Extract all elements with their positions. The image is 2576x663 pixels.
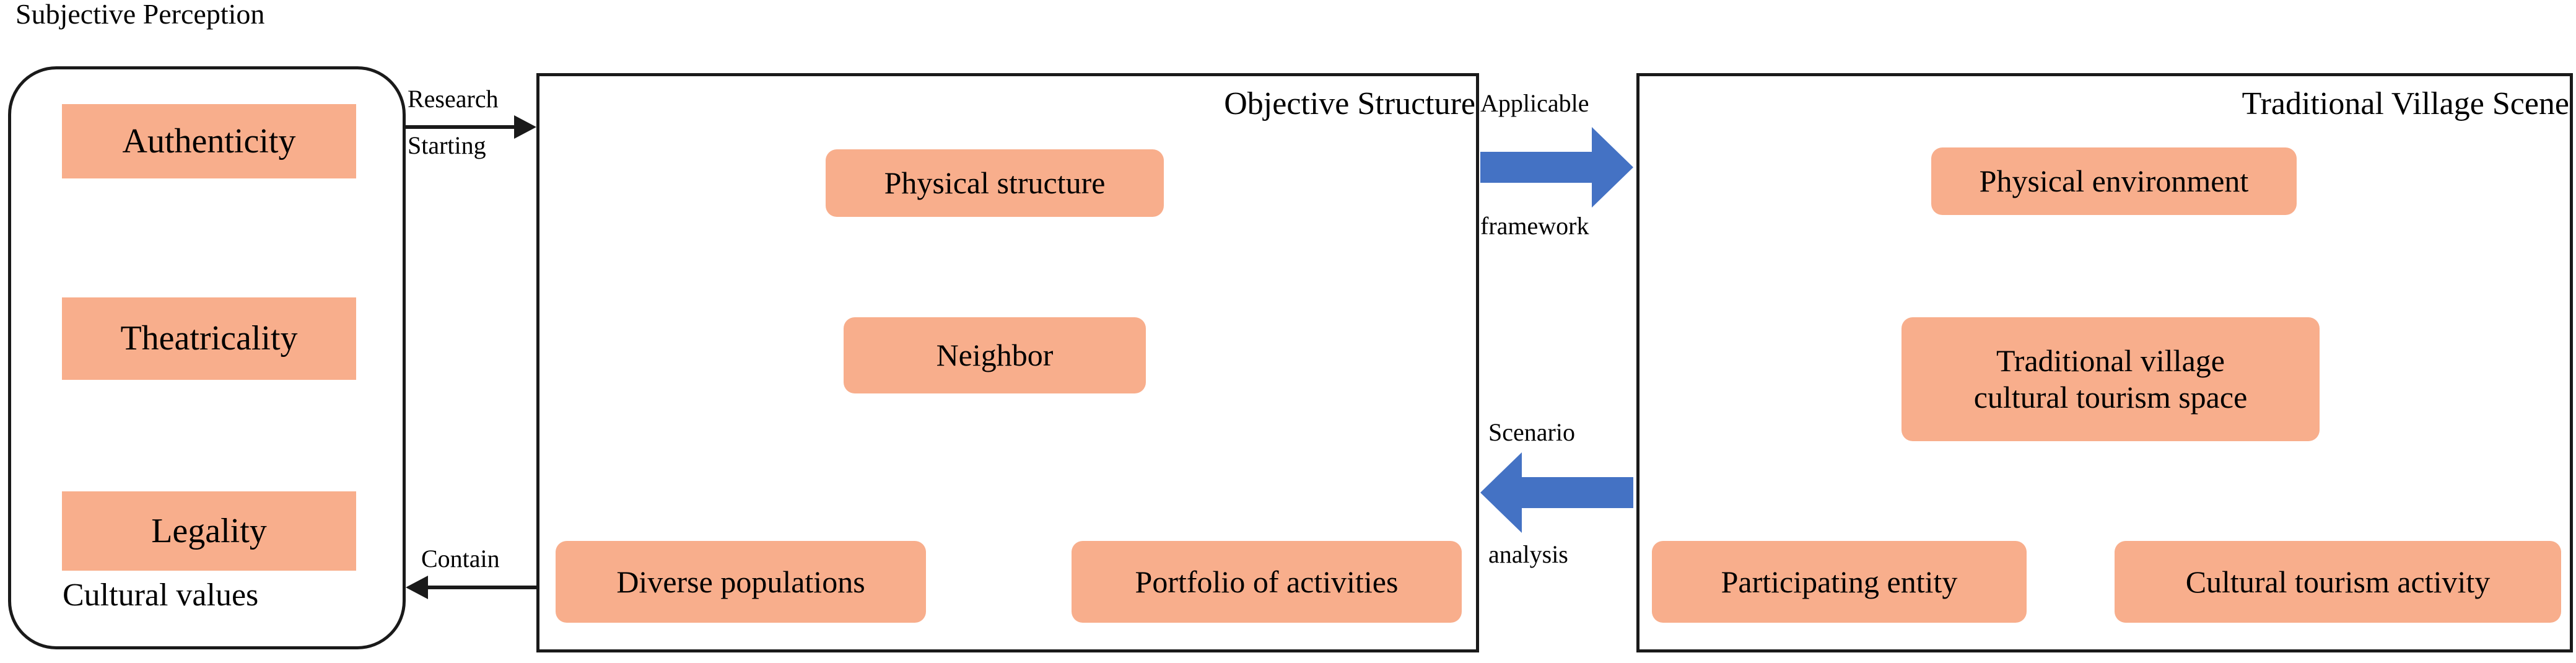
left-panel-caption-top: Subjective Perception: [15, 0, 265, 30]
node-legality[interactable]: Legality: [62, 491, 356, 571]
node-authenticity-label: Authenticity: [122, 121, 296, 160]
node-physical-environment[interactable]: Physical environment: [1931, 147, 2297, 215]
node-neighbor-label: Neighbor: [936, 338, 1054, 372]
node-diverse-populations-label: Diverse populations: [616, 564, 865, 599]
label-analysis: analysis: [1488, 540, 1568, 568]
center-panel-title: Objective Structure: [1224, 86, 1475, 121]
node-village-space-label-line1: Traditional village: [1996, 343, 2225, 378]
arrow-applicable-framework: [1480, 127, 1633, 208]
node-cultural-tourism-activity-label: Cultural tourism activity: [2185, 564, 2491, 599]
label-framework: framework: [1480, 212, 1589, 240]
node-neighbor[interactable]: Neighbor: [844, 317, 1146, 393]
right-panel-title: Traditional Village Scene: [2242, 86, 2569, 121]
label-contain: Contain: [421, 545, 500, 573]
arrow-contain-head: [406, 576, 428, 599]
node-theatricality[interactable]: Theatricality: [62, 297, 356, 380]
node-participating-entity[interactable]: Participating entity: [1652, 541, 2027, 623]
node-cultural-tourism-activity[interactable]: Cultural tourism activity: [2115, 541, 2561, 623]
node-portfolio-of-activities-label: Portfolio of activities: [1135, 564, 1399, 599]
node-portfolio-of-activities[interactable]: Portfolio of activities: [1072, 541, 1462, 623]
node-legality-label: Legality: [151, 511, 267, 550]
label-starting: Starting: [408, 131, 486, 159]
node-physical-environment-label: Physical environment: [1979, 164, 2249, 198]
node-physical-structure-label: Physical structure: [884, 165, 1106, 200]
label-research: Research: [408, 85, 499, 113]
node-participating-entity-label: Participating entity: [1721, 564, 1958, 599]
node-traditional-village-cultural-tourism-space[interactable]: Traditional village cultural tourism spa…: [1901, 317, 2320, 441]
node-village-space-label-line2: cultural tourism space: [1973, 380, 2248, 415]
node-authenticity[interactable]: Authenticity: [62, 104, 356, 178]
node-physical-structure[interactable]: Physical structure: [826, 149, 1164, 217]
node-diverse-populations[interactable]: Diverse populations: [556, 541, 926, 623]
label-scenario: Scenario: [1488, 418, 1575, 446]
label-applicable: Applicable: [1480, 89, 1589, 117]
arrow-research-starting-head: [514, 115, 536, 139]
arrow-scenario-analysis: [1480, 452, 1633, 533]
left-panel-caption-bottom: Cultural values: [63, 577, 259, 613]
node-theatricality-label: Theatricality: [120, 319, 298, 358]
